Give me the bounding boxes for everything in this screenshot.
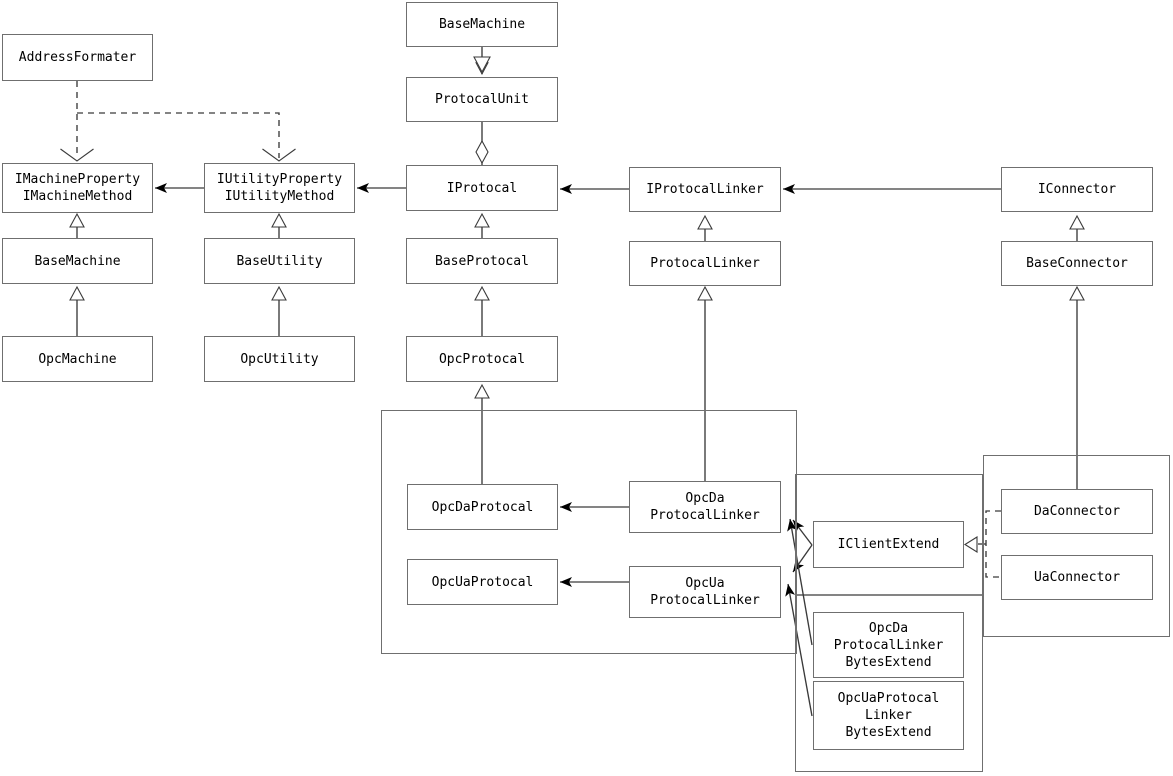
class-box-imachine-property-method[interactable]: IMachineProperty IMachineMethod (2, 163, 153, 213)
class-box-opc-ua-protocal-linker[interactable]: OpcUa ProtocalLinker (629, 566, 781, 618)
class-box-base-connector[interactable]: BaseConnector (1001, 241, 1153, 286)
class-box-address-formater[interactable]: AddressFormater (2, 34, 153, 81)
class-box-base-utility[interactable]: BaseUtility (204, 238, 355, 284)
openarrow-iUtility (262, 148, 296, 162)
arrowhead-inherit-8 (474, 285, 490, 301)
class-box-opc-da-protocal[interactable]: OpcDaProtocal (407, 484, 558, 530)
class-box-protocal-linker[interactable]: ProtocalLinker (629, 241, 781, 286)
arrowhead-inherit-6 (69, 285, 85, 301)
arrowhead-inherit-7 (271, 285, 287, 301)
class-box-opc-da-protocal-linker[interactable]: OpcDa ProtocalLinker (629, 481, 781, 533)
class-box-opc-utility[interactable]: OpcUtility (204, 336, 355, 382)
arrowhead-inherit-3 (474, 212, 490, 228)
class-box-opc-da-linker-bytes-extend[interactable]: OpcDa ProtocalLinker BytesExtend (813, 612, 964, 678)
class-box-iutility-property-method[interactable]: IUtilityProperty IUtilityMethod (204, 163, 355, 213)
class-box-base-machine[interactable]: BaseMachine (2, 238, 153, 284)
class-box-iprotocal[interactable]: IProtocal (406, 165, 558, 211)
class-box-iclient-extend[interactable]: IClientExtend (813, 521, 964, 568)
arrowhead-inherit-11 (1069, 285, 1085, 301)
arrowhead-inherit-4 (697, 214, 713, 230)
arrowhead-inherit-9 (474, 383, 490, 399)
class-box-opc-machine[interactable]: OpcMachine (2, 336, 153, 382)
class-box-iprotocal-linker[interactable]: IProtocalLinker (629, 167, 781, 212)
arrowhead-inherit-10 (697, 285, 713, 301)
arrowhead-inherit-2 (271, 212, 287, 228)
group-connector-container (983, 455, 1170, 637)
class-box-base-protocal[interactable]: BaseProtocal (406, 238, 558, 284)
dashed-addressFormater-to-iUtility (77, 112, 280, 158)
class-box-da-connector[interactable]: DaConnector (1001, 489, 1153, 534)
arrowhead-triangle-down (473, 56, 491, 74)
arrowhead-inherit-1 (69, 212, 85, 228)
class-box-base-machine-top[interactable]: BaseMachine (406, 2, 558, 47)
class-box-opc-protocal[interactable]: OpcProtocal (406, 336, 558, 382)
class-box-iconnector[interactable]: IConnector (1001, 167, 1153, 212)
arrowhead-diamond (475, 139, 489, 165)
class-box-ua-connector[interactable]: UaConnector (1001, 555, 1153, 600)
class-box-protocal-unit[interactable]: ProtocalUnit (406, 77, 558, 122)
class-box-opc-ua-protocal[interactable]: OpcUaProtocal (407, 559, 558, 605)
arrowhead-inherit-5 (1069, 214, 1085, 230)
openarrow-iMachine (60, 148, 94, 162)
class-box-opc-ua-linker-bytes-extend[interactable]: OpcUaProtocal Linker BytesExtend (813, 681, 964, 750)
